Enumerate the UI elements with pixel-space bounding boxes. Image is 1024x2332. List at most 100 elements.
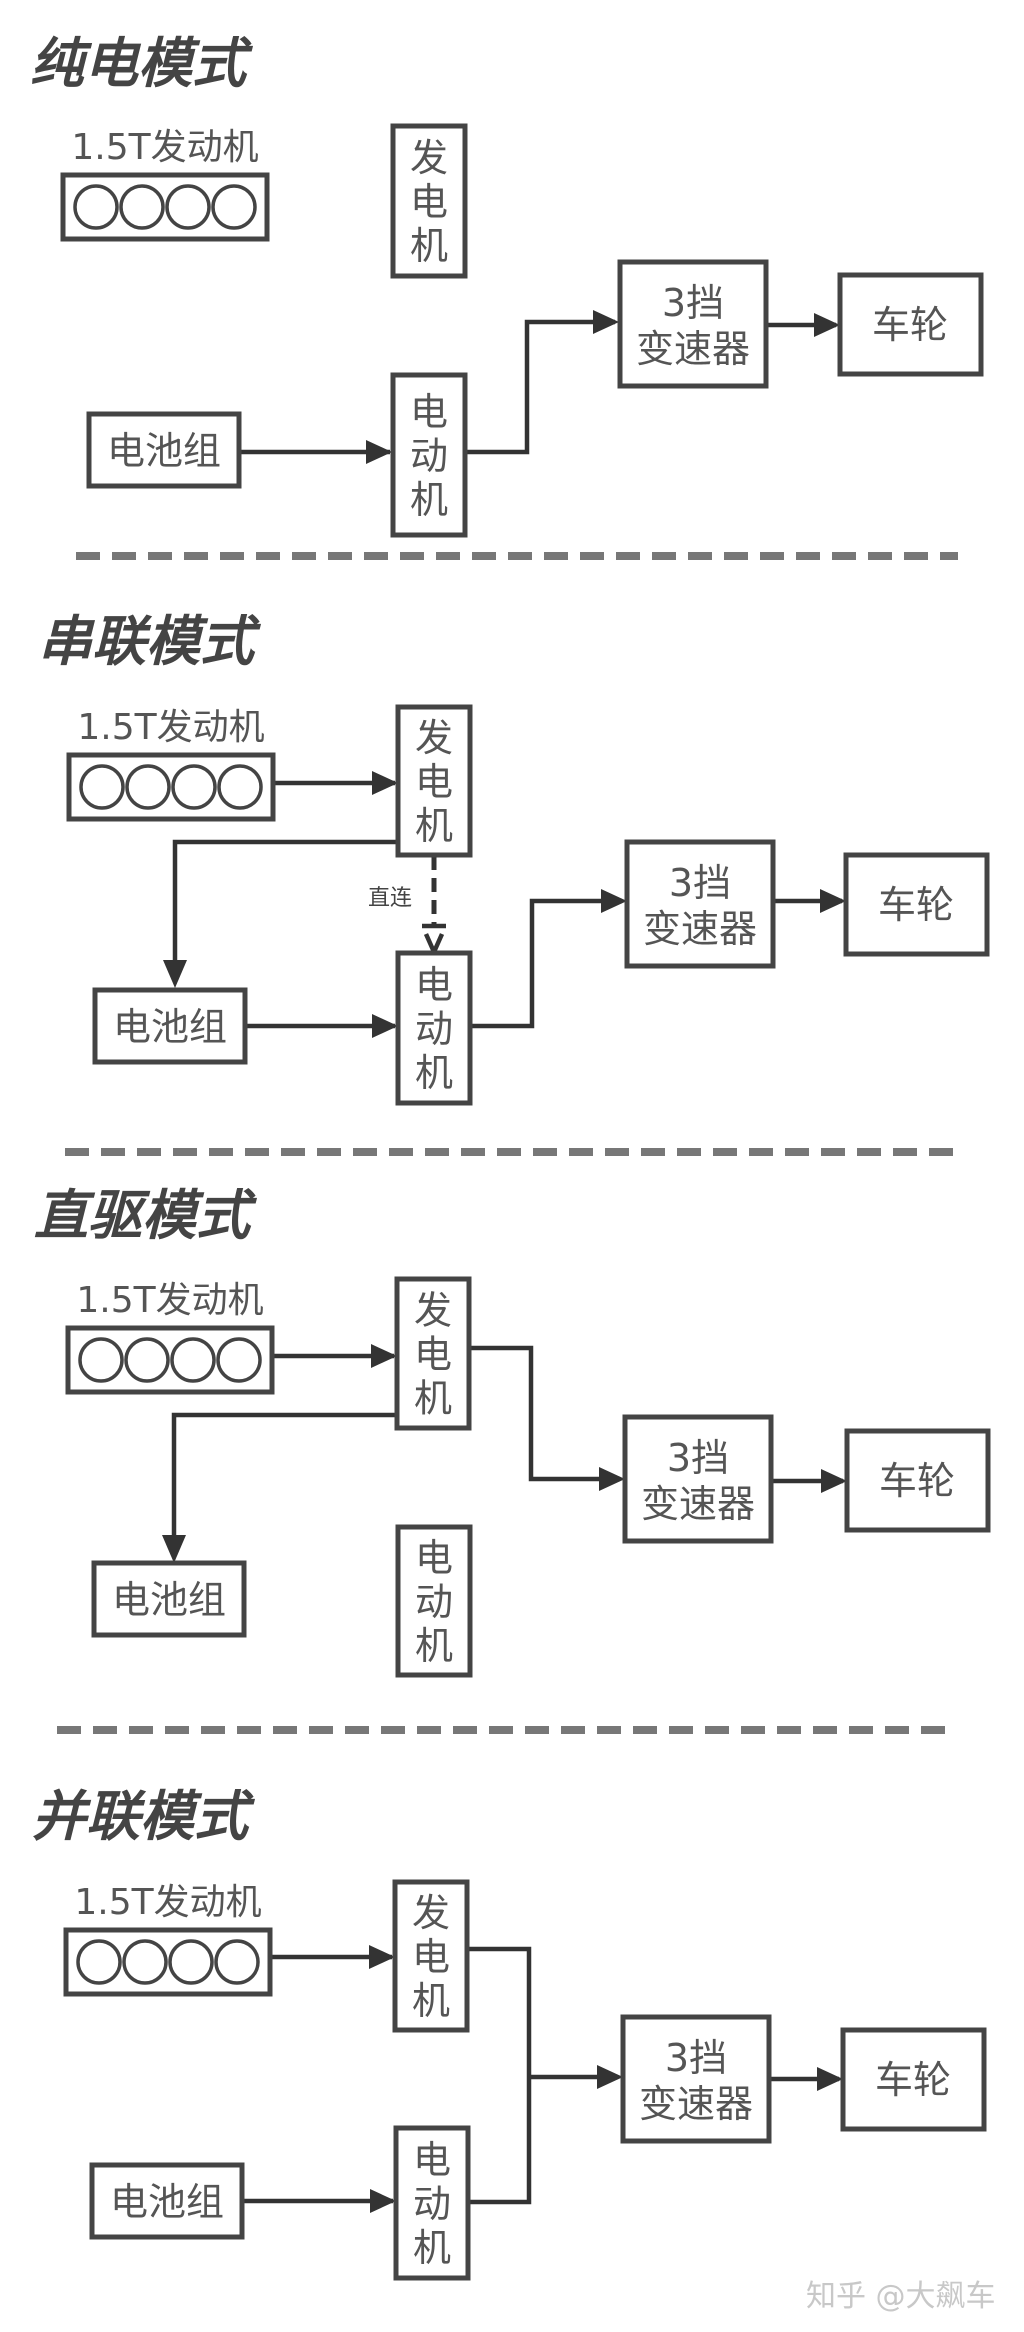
arrowhead-icon: [599, 1467, 625, 1491]
direct-gearbox-label-line2: 变速器: [641, 1482, 755, 1526]
cylinder-icon: [216, 1337, 262, 1383]
series-gearbox-label-line2: 变速器: [643, 907, 757, 951]
ev-wire-motor-gearbox: [465, 319, 615, 455]
series-generator-box: [395, 704, 473, 858]
cylinder-icon: [78, 1337, 124, 1383]
series-gearbox-box: [624, 839, 776, 969]
direct-generator-label-char: 机: [414, 1377, 452, 1421]
ev-generator-label-char: 电: [410, 180, 448, 224]
arrowhead-icon: [814, 313, 840, 337]
series-motor-label-char: 机: [415, 1051, 453, 1095]
parallel-motor-box: [393, 2125, 471, 2281]
ev-generator-label-char: 机: [410, 224, 448, 268]
parallel-generator-label-char: 机: [412, 1979, 450, 2023]
series-motor-label-char: 动: [415, 1007, 453, 1051]
cylinder-icon: [165, 184, 211, 230]
cylinder-icon: [79, 764, 125, 810]
parallel-battery-box: [89, 2162, 245, 2240]
cylinder-icon: [119, 184, 165, 230]
direct-generator-label-char: 发: [414, 1289, 452, 1333]
direct-battery-box: [91, 1560, 247, 1638]
direct-generator-box: [394, 1276, 472, 1431]
parallel-generator-label-char: 发: [412, 1891, 450, 1935]
series-generator-label-char: 发: [415, 716, 453, 760]
cylinder-icon: [211, 184, 257, 230]
section-separators: [57, 552, 958, 1734]
arrowhead-icon: [372, 1014, 398, 1038]
direct-engine-label: 1.5T发动机: [76, 1280, 263, 1321]
ev-wheel-label: 车轮: [872, 303, 948, 347]
series-battery-label: 电池组: [113, 1005, 227, 1049]
series-gearbox-label-line1: 3挡: [669, 861, 731, 905]
cylinder-icon: [171, 764, 217, 810]
direct-wire-generator-battery: [171, 1412, 397, 1535]
series-engine-label: 1.5T发动机: [77, 707, 264, 748]
ev-gearbox-label-line1: 3挡: [662, 281, 724, 325]
cylinder-icon: [73, 184, 119, 230]
parallel-battery-label: 电池组: [110, 2180, 224, 2224]
ev-generator-label-char: 发: [410, 136, 448, 180]
cylinder-icon: [214, 1939, 260, 1985]
series-wire-generator-battery: [172, 839, 398, 960]
series-generator-label-char: 电: [415, 760, 453, 804]
direct-battery-label: 电池组: [112, 1578, 226, 1622]
ev-motor-box: [390, 372, 468, 538]
parallel-engine-label: 1.5T发动机: [74, 1882, 261, 1923]
arrowhead-icon: [601, 889, 627, 913]
ev-battery-box: [86, 411, 242, 489]
series-generator-label-char: 机: [415, 804, 453, 848]
parallel-wheel-box: [840, 2027, 987, 2132]
parallel-generator-box: [392, 1879, 470, 2033]
parallel-wheel-label: 车轮: [875, 2058, 951, 2102]
series-battery-box: [92, 987, 248, 1065]
connection-arrows: [162, 310, 847, 2213]
direct-wheel-label: 车轮: [879, 1459, 955, 1503]
arrowhead-icon: [366, 440, 392, 464]
section-title-direct: 直驱模式: [34, 1184, 258, 1247]
ev-motor-label-char: 电: [410, 390, 448, 434]
text-labels: 纯电模式1.5T发动机发电机电池组电动机3挡变速器车轮串联模式1.5T发动机发电…: [30, 32, 955, 2270]
direct-wire-generator-gearbox: [469, 1345, 620, 1482]
series-motor-label-char: 电: [415, 963, 453, 1007]
arrowhead-icon: [369, 1945, 395, 1969]
direct-motor-label-char: 机: [415, 1624, 453, 1668]
cylinder-icon: [122, 1939, 168, 1985]
parallel-motor-label-char: 动: [413, 2182, 451, 2226]
direct-gearbox-label-line1: 3挡: [667, 1436, 729, 1480]
ev-wheel-box: [837, 272, 984, 377]
direct-motor-label-char: 电: [415, 1536, 453, 1580]
cylinder-icon: [124, 1337, 170, 1383]
arrowhead-icon: [162, 1535, 186, 1563]
parallel-motor-label-char: 电: [413, 2138, 451, 2182]
parallel-gearbox-box: [620, 2014, 772, 2144]
arrowhead-icon: [821, 1469, 847, 1493]
cylinder-icon: [125, 764, 171, 810]
direct-motor-label-char: 动: [415, 1580, 453, 1624]
ev-motor-label-char: 动: [410, 434, 448, 478]
section-title-parallel: 并联模式: [32, 1785, 256, 1848]
ev-generator-box: [390, 123, 468, 279]
parallel-gearbox-label-line1: 3挡: [665, 2036, 727, 2080]
cylinder-icon: [170, 1337, 216, 1383]
series-wheel-box: [843, 852, 990, 957]
direct-motor-box: [395, 1524, 473, 1678]
series-wire-motor-gearbox: [470, 898, 622, 1029]
section-title-ev: 纯电模式: [30, 32, 254, 95]
cylinder-icon: [76, 1939, 122, 1985]
arrowhead-icon: [371, 1344, 397, 1368]
arrowhead-icon: [597, 2065, 623, 2089]
direct-gearbox-box: [622, 1414, 774, 1544]
section-title-series: 串联模式: [38, 610, 262, 673]
arrowhead-icon: [370, 2189, 396, 2213]
arrowhead-icon: [820, 889, 846, 913]
ev-battery-label: 电池组: [107, 429, 221, 473]
parallel-wire-merge: [467, 1946, 532, 2205]
ev-gearbox-label-line2: 变速器: [636, 327, 750, 371]
component-boxes: [60, 123, 991, 2281]
ev-gearbox-box: [617, 259, 769, 389]
parallel-generator-label-char: 电: [412, 1935, 450, 1979]
arrowhead-icon: [593, 310, 619, 334]
arrowhead-icon: [163, 960, 187, 988]
series-direct-link-label: 直连: [368, 886, 412, 911]
